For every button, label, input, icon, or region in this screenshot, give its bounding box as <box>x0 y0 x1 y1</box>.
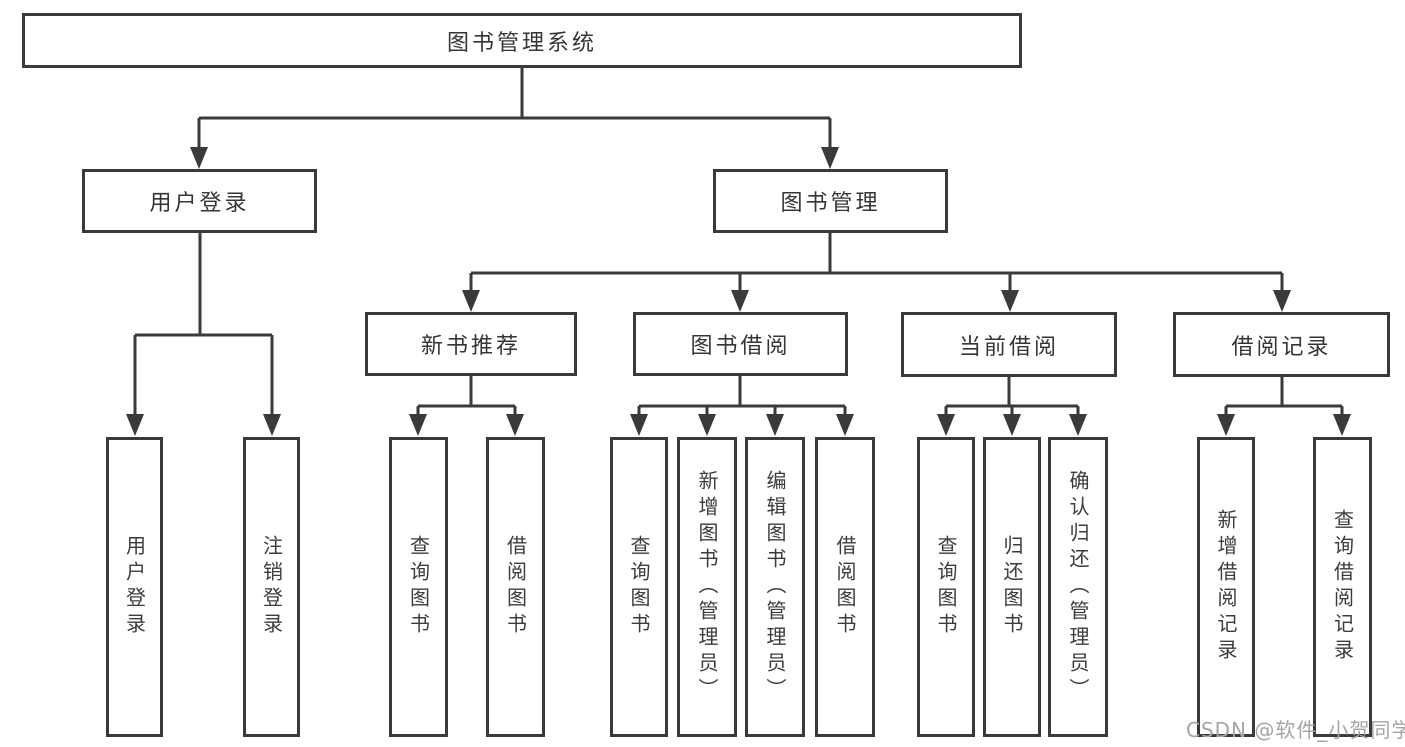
node-cb-confirm-return-admin: 确认归还（管理员） <box>1048 437 1108 737</box>
node-library-management-system: 图书管理系统 <box>22 13 1022 68</box>
node-new-book-recommend: 新书推荐 <box>365 312 577 376</box>
node-book-management: 图书管理 <box>713 169 948 233</box>
node-cb-query-books: 查询图书 <box>917 437 975 737</box>
node-nbr-borrow-books: 借阅图书 <box>486 437 545 737</box>
node-user-login: 用户登录 <box>82 169 317 233</box>
node-label: 新增图书（管理员） <box>695 470 719 704</box>
watermark: CSDN @软件_小贺同学 <box>1186 718 1405 742</box>
node-current-borrowing: 当前借阅 <box>901 312 1117 377</box>
node-label: 借阅图书 <box>833 535 857 639</box>
node-label: 注销登录 <box>259 535 284 639</box>
node-bb-query-books: 查询图书 <box>610 437 668 737</box>
node-label: 查询借阅记录 <box>1330 509 1355 665</box>
node-label: 查询图书 <box>934 535 958 639</box>
node-bb-borrow-books: 借阅图书 <box>815 437 875 737</box>
node-bb-edit-books-admin: 编辑图书（管理员） <box>745 437 805 737</box>
node-book-borrowing: 图书借阅 <box>633 312 848 376</box>
node-bb-add-books-admin: 新增图书（管理员） <box>677 437 737 737</box>
node-br-query-record: 查询借阅记录 <box>1313 437 1372 737</box>
node-label: 归还图书 <box>1000 535 1024 639</box>
node-br-add-record: 新增借阅记录 <box>1197 437 1255 737</box>
node-borrowing-records: 借阅记录 <box>1173 312 1390 377</box>
node-label: 编辑图书（管理员） <box>763 470 787 704</box>
node-label: 借阅图书 <box>503 535 528 639</box>
node-label: 查询图书 <box>406 535 431 639</box>
node-label: 用户登录 <box>122 535 147 639</box>
node-label: 确认归还（管理员） <box>1066 470 1090 704</box>
node-logout: 注销登录 <box>243 437 300 737</box>
node-label: 新增借阅记录 <box>1214 509 1238 665</box>
node-nbr-query-books: 查询图书 <box>389 437 448 737</box>
node-user-login-leaf: 用户登录 <box>106 437 163 737</box>
node-label: 查询图书 <box>627 535 651 639</box>
node-cb-return-books: 归还图书 <box>983 437 1041 737</box>
